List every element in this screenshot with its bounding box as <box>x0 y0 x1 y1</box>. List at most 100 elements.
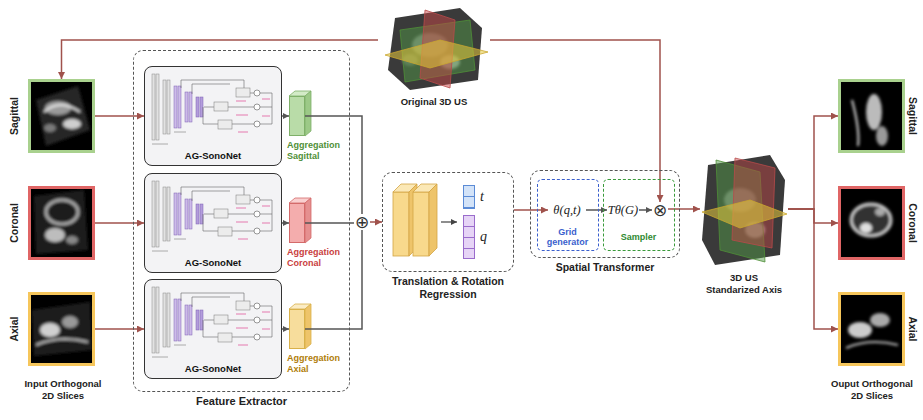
drawing-part <box>44 124 56 132</box>
math-term: θ(q,t) <box>548 202 586 218</box>
node-label: Translation & Rotation Regression <box>368 275 528 300</box>
network-box: AG-SonoNet <box>144 173 282 273</box>
node-label: Grid generator <box>542 227 593 247</box>
standardized-volume-picture <box>702 155 787 265</box>
caption: Input Orthogonal 2D Slices <box>18 378 108 401</box>
drawing-part <box>36 86 90 146</box>
sum-node: ⊕ <box>354 214 370 230</box>
connector <box>62 40 379 79</box>
node-label: θ(q,t) <box>548 202 586 218</box>
regression-layers <box>393 184 457 256</box>
drawing-part <box>152 287 272 357</box>
node-label: AG-SonoNet <box>145 363 281 375</box>
drawing-part <box>144 66 282 166</box>
connector <box>282 115 289 117</box>
connector <box>514 209 548 211</box>
image-slice: Coronal <box>838 186 905 260</box>
drawing-part <box>848 322 872 338</box>
drawing-part <box>305 198 311 243</box>
node-label: Sagittal <box>7 79 21 153</box>
drawing-part <box>860 223 872 233</box>
aggregation-block: Aggregation Coronal <box>289 203 305 243</box>
connector <box>282 222 289 224</box>
node-label: Sampler <box>604 231 673 243</box>
drawing-part <box>852 100 858 146</box>
drawing-part <box>44 105 80 112</box>
connector <box>282 328 289 330</box>
network-thumbnails <box>144 66 282 379</box>
node-label: Coronal <box>906 186 920 260</box>
volume-image: Original 3D US <box>378 4 490 92</box>
connector <box>305 222 354 224</box>
drawing-part <box>846 342 898 348</box>
connector <box>95 115 144 117</box>
drawing-part <box>40 323 60 337</box>
aggregation-block: Aggregation Axial <box>289 309 305 349</box>
image-slice: Axial <box>838 292 905 366</box>
node-label: Spatial Transformer <box>531 261 679 274</box>
drawing-part <box>144 173 282 273</box>
connector <box>639 209 652 211</box>
drawing-part <box>28 292 95 366</box>
node-label: AG-SonoNet <box>145 150 281 162</box>
connector <box>305 230 362 329</box>
drawing-part <box>838 79 905 153</box>
group-box: Feature ExtractorAG-SonoNetAggregation S… <box>133 50 350 392</box>
drawing-part <box>876 126 888 146</box>
aggregation-faces <box>289 91 311 349</box>
image-slice: Sagittal <box>28 79 95 153</box>
group-box: Translation & Rotation Regressiontq <box>382 172 514 272</box>
connector <box>668 208 700 210</box>
image-slice: Axial <box>28 292 95 366</box>
connector <box>788 116 838 209</box>
aggregation-block: Aggregation Sagittal <box>289 96 305 136</box>
node-label: Original 3D US <box>378 96 490 108</box>
drawing-part <box>36 86 90 146</box>
drawing-part <box>429 184 437 256</box>
drawing-part <box>851 204 891 236</box>
node-label: Aggregation Sagittal <box>287 140 349 161</box>
caption: Ouput Orthogonal 2D Slices <box>826 378 918 401</box>
drawing-part <box>838 186 905 260</box>
drawing-part <box>144 279 282 379</box>
drawing-part <box>875 208 885 216</box>
drawing-part <box>34 190 88 254</box>
drawing-part <box>413 192 429 256</box>
drawing-part <box>46 200 78 224</box>
math-term: Tθ(G) <box>607 202 639 218</box>
sub-box: Sampler Tθ(G) ⊗ <box>603 179 675 251</box>
drawing-part <box>846 313 898 348</box>
drawing-part <box>305 304 311 349</box>
drawing-part <box>36 339 88 345</box>
node-label: Coronal <box>7 186 21 260</box>
drawing-part <box>702 200 787 228</box>
node-label: 3D US Standarized Axis <box>704 272 784 295</box>
node-label: Aggregation Axial <box>287 353 349 374</box>
volume-picture <box>385 8 488 90</box>
drawing-part <box>152 74 272 144</box>
drawing-part <box>28 186 95 260</box>
output-slice-images <box>838 79 905 366</box>
image-slice: Coronal <box>28 186 95 260</box>
drawing-part <box>385 40 488 68</box>
connector <box>370 221 382 223</box>
connector <box>95 328 144 330</box>
connector <box>95 222 144 224</box>
node-label: Axial <box>906 292 920 366</box>
drawing-part <box>305 91 311 136</box>
node-label: ⊗ <box>652 202 668 218</box>
node-label: t <box>480 188 494 206</box>
drawing-part <box>63 119 81 129</box>
drawing-part <box>34 190 88 254</box>
connector <box>305 116 362 214</box>
input-slice-images <box>28 79 95 366</box>
node-label: ⊕ <box>354 214 370 230</box>
sub-box: Grid generator θ(q,t) <box>537 179 599 251</box>
node-label: AG-SonoNet <box>145 257 281 269</box>
drawing-part <box>62 316 78 328</box>
drawing-part <box>28 79 95 153</box>
node-label: Feature Extractor <box>134 395 349 408</box>
network-box: AG-SonoNet <box>144 66 282 166</box>
